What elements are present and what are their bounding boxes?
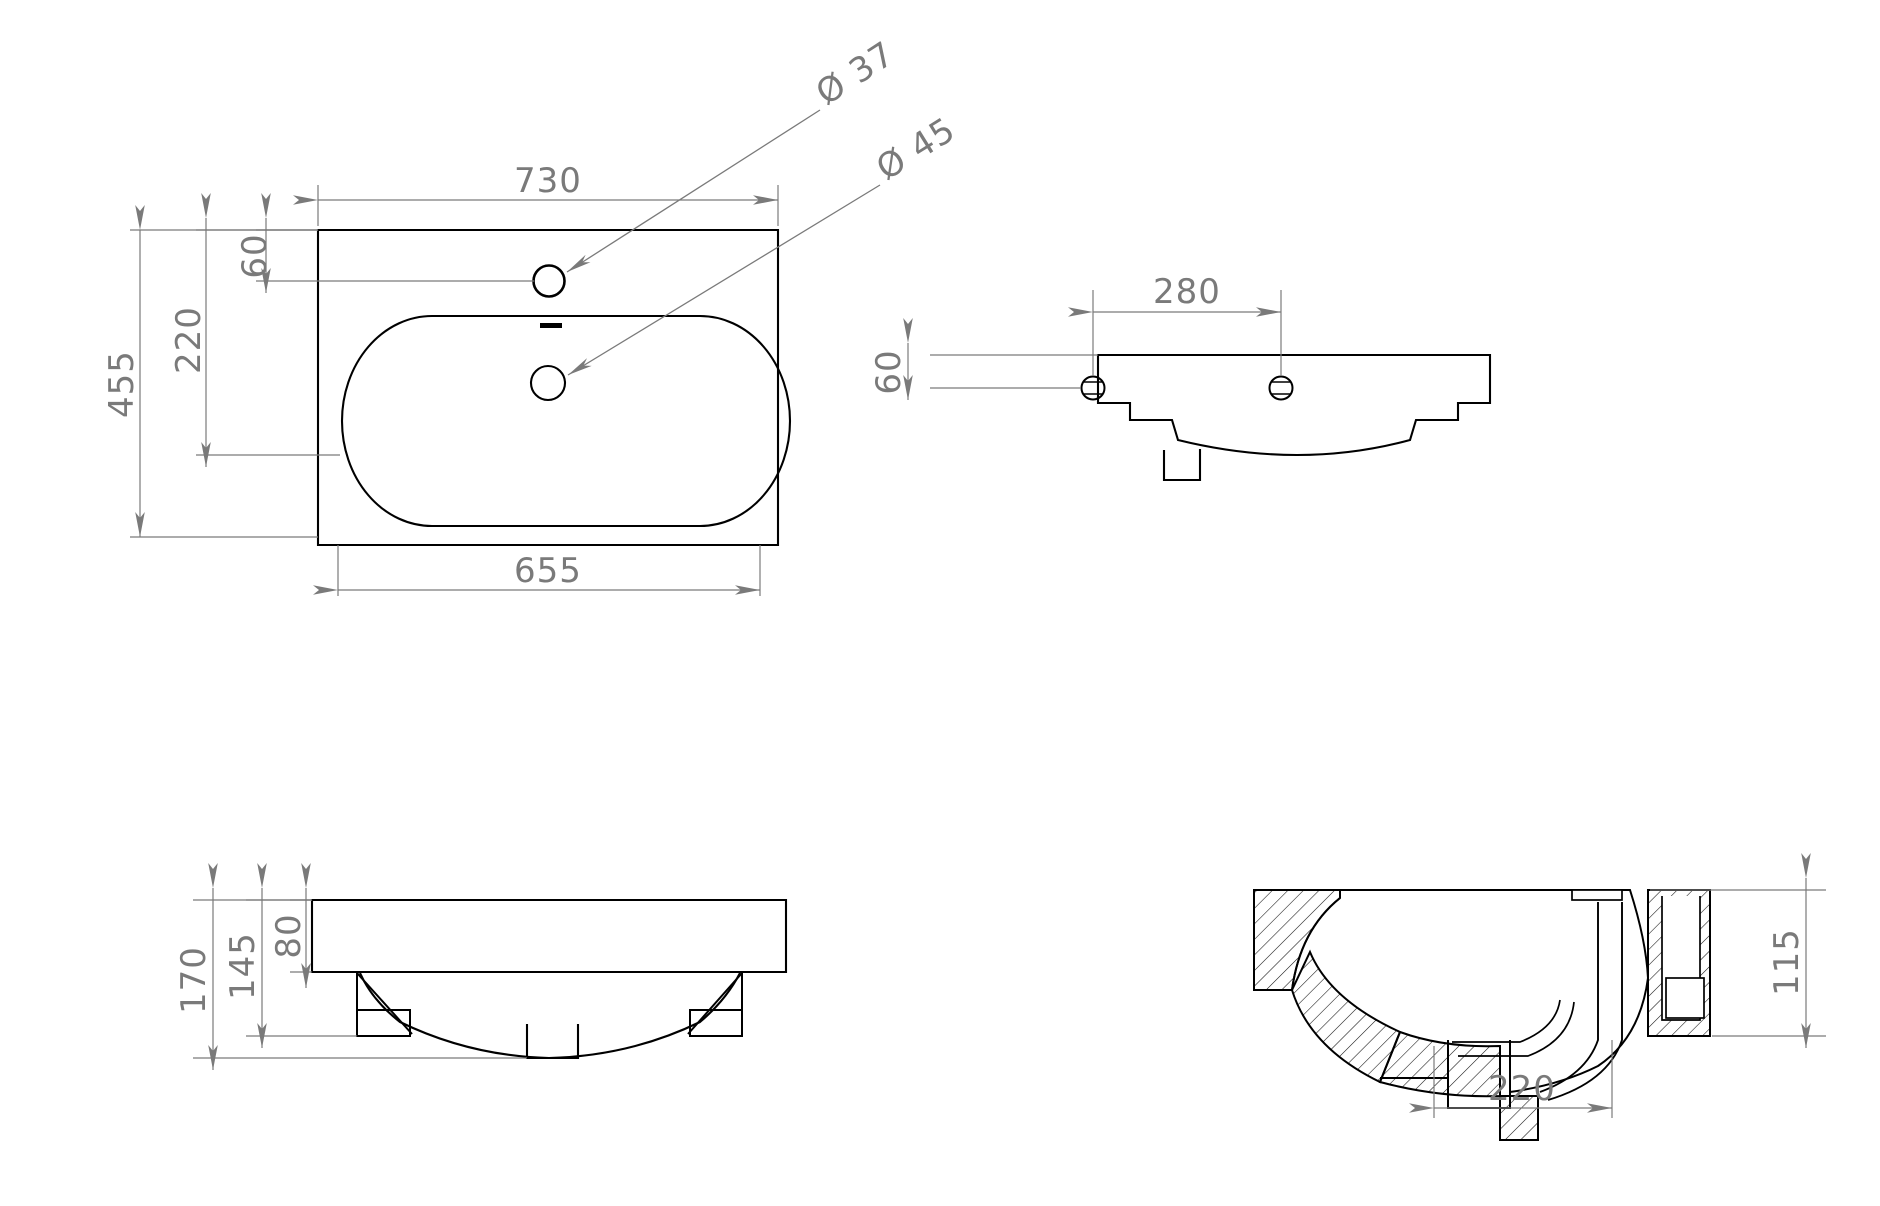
dim-60-rear [903,318,1098,400]
dim-145-label: 145 [223,932,263,1000]
dim-280-label: 280 [1153,272,1221,312]
front-elevation-waste-block [525,1024,580,1060]
dim-220-section [1409,1040,1613,1118]
leader-dia37 [566,109,821,273]
dim-655-label: 655 [514,551,582,591]
dim-730-label: 730 [514,161,582,201]
view-plan: 730 655 455 [102,34,963,596]
dim-115 [1650,853,1826,1048]
plan-overflow-slot [540,323,562,328]
dia45-label: Ø 45 [870,110,963,189]
front-elevation-bowl-profile [359,972,741,1060]
dim-220-plan-label: 220 [169,306,209,374]
dia37-label: Ø 37 [809,34,902,114]
dim-60-plan-label: 60 [235,233,275,278]
dim-80 [290,863,312,988]
section-wall-block [1571,889,1711,1037]
plan-waste-hole [529,364,567,402]
front-elevation-rim [310,898,788,974]
front-elevation-left-bracket [356,972,413,1037]
dim-60-rear-label: 60 [869,349,909,394]
dim-80-label: 80 [269,913,309,958]
rear-tap-hole-left [1080,375,1106,401]
dim-730 [293,185,779,226]
front-elevation-right-bracket [687,972,743,1037]
rear-elevation-outline [1096,353,1492,457]
section-bowl-interior [1291,889,1650,1093]
leader-dia45 [567,184,881,376]
rear-elevation-waste-boss [1162,449,1202,482]
view-rear-elevation: 280 60 [869,272,1492,482]
view-section: 115 220 [1253,853,1826,1141]
dim-60-plan [256,193,534,293]
section-waste-ribs [1452,902,1623,1101]
dim-115-label: 115 [1767,928,1807,996]
dim-655 [313,545,761,596]
dim-220-section-label: 220 [1488,1069,1556,1109]
rear-tap-hole-right [1268,375,1294,401]
plan-tap-hole [532,264,566,298]
plan-bowl-outline [341,314,791,528]
view-front-elevation: 170 145 80 [174,863,788,1070]
dim-280 [1068,290,1282,376]
dim-170-label: 170 [174,946,214,1014]
dim-455 [130,205,318,538]
dim-455-label: 455 [102,350,142,418]
plan-outline [316,228,780,547]
